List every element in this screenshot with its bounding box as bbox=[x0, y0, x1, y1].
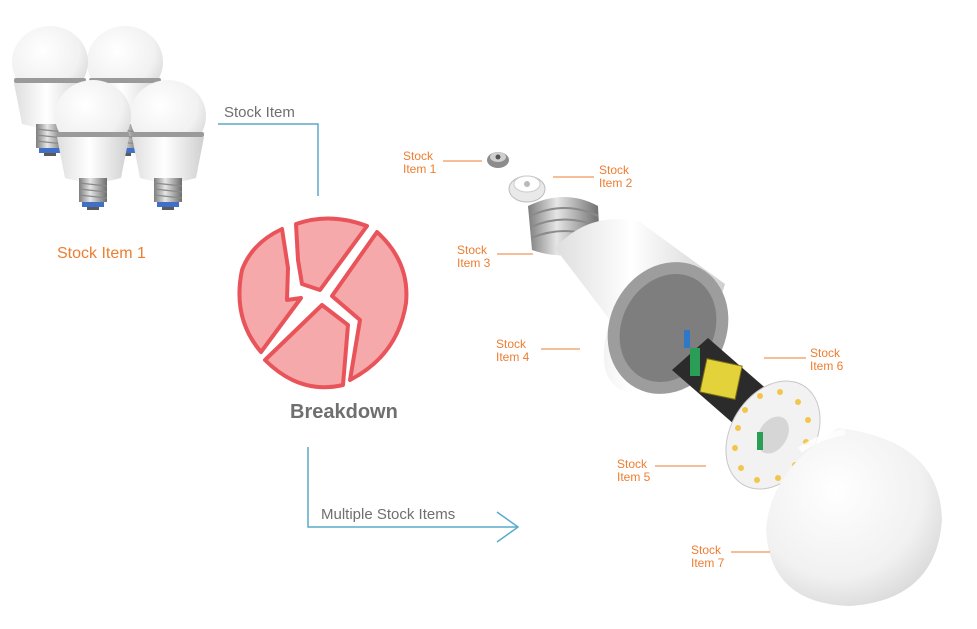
part-label-5: Stock Item 5 bbox=[617, 458, 650, 484]
part-label-6: Stock Item 6 bbox=[810, 347, 843, 373]
part-label-7: Stock Item 7 bbox=[691, 544, 724, 570]
part-label-5-line1: Stock bbox=[617, 457, 648, 471]
part-label-4-line2: Item 4 bbox=[496, 350, 530, 364]
multiple-stock-items-label: Multiple Stock Items bbox=[321, 506, 456, 523]
part-label-3: Stock Item 3 bbox=[457, 244, 490, 270]
part-label-7-line1: Stock bbox=[691, 543, 722, 557]
part-label-5-line2: Item 5 bbox=[617, 470, 651, 484]
exploded-bulb-image bbox=[487, 152, 942, 606]
part-label-7-line2: Item 7 bbox=[691, 556, 725, 570]
part-label-3-line2: Item 3 bbox=[457, 256, 491, 270]
source-caption: Stock Item 1 bbox=[57, 245, 146, 262]
part-label-6-line1: Stock bbox=[810, 346, 841, 360]
breakdown-label: Breakdown bbox=[290, 401, 398, 423]
part-label-1-line1: Stock bbox=[403, 149, 434, 163]
part-label-4-line1: Stock bbox=[496, 337, 527, 351]
multiple-stock-items-connector bbox=[307, 447, 518, 528]
part-label-2: Stock Item 2 bbox=[599, 164, 632, 190]
stock-item-connector-label: Stock Item bbox=[224, 104, 295, 121]
part-label-2-line2: Item 2 bbox=[599, 176, 633, 190]
part-label-6-line2: Item 6 bbox=[810, 359, 844, 373]
part-7-dome bbox=[766, 428, 942, 606]
stock-item-connector bbox=[218, 123, 319, 196]
breakdown-icon bbox=[237, 216, 409, 390]
part-leader-lines bbox=[443, 160, 806, 553]
part-2-insulator bbox=[508, 175, 546, 203]
part-label-1: Stock Item 1 bbox=[403, 150, 436, 176]
part-label-2-line1: Stock bbox=[599, 163, 630, 177]
part-1-tip bbox=[487, 152, 509, 168]
part-label-3-line1: Stock bbox=[457, 243, 488, 257]
part-label-1-line2: Item 1 bbox=[403, 162, 437, 176]
arrow-head-icon bbox=[496, 511, 520, 543]
part-label-4: Stock Item 4 bbox=[496, 338, 529, 364]
source-bulbs-image bbox=[11, 25, 207, 211]
